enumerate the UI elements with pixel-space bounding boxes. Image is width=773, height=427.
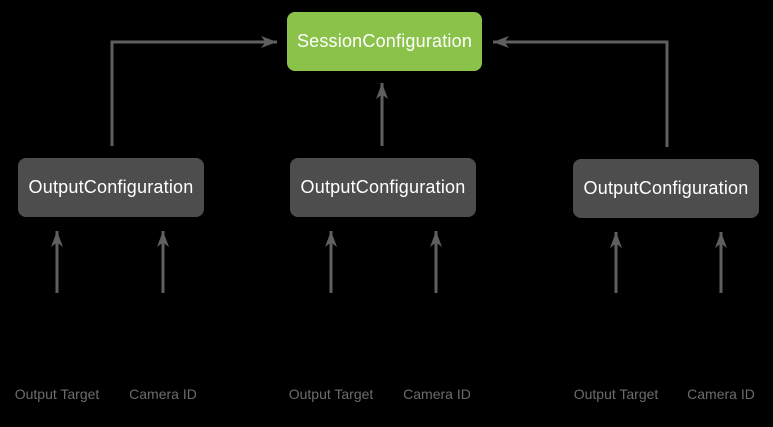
label-output-target-1: Output Target xyxy=(14,386,100,402)
label-camera-id-1: Camera ID xyxy=(129,386,197,402)
label-output-target-3: Output Target xyxy=(573,386,659,402)
node-output-configuration-2: OutputConfiguration xyxy=(290,158,476,217)
node-output-configuration-1-label: OutputConfiguration xyxy=(28,177,194,197)
node-session-configuration: SessionConfiguration xyxy=(287,12,482,71)
arrow-output3-to-session xyxy=(493,36,669,147)
label-output-target-2: Output Target xyxy=(288,386,374,402)
node-output-configuration-3: OutputConfiguration xyxy=(573,159,759,218)
label-camera-id-3: Camera ID xyxy=(687,386,755,402)
label-camera-id-2: Camera ID xyxy=(403,386,471,402)
node-output-configuration-2-label: OutputConfiguration xyxy=(300,177,466,197)
node-session-configuration-label: SessionConfiguration xyxy=(296,31,473,51)
node-output-configuration-1: OutputConfiguration xyxy=(18,158,204,217)
arrow-output1-to-session xyxy=(110,36,277,146)
node-output-configuration-3-label: OutputConfiguration xyxy=(583,178,749,198)
